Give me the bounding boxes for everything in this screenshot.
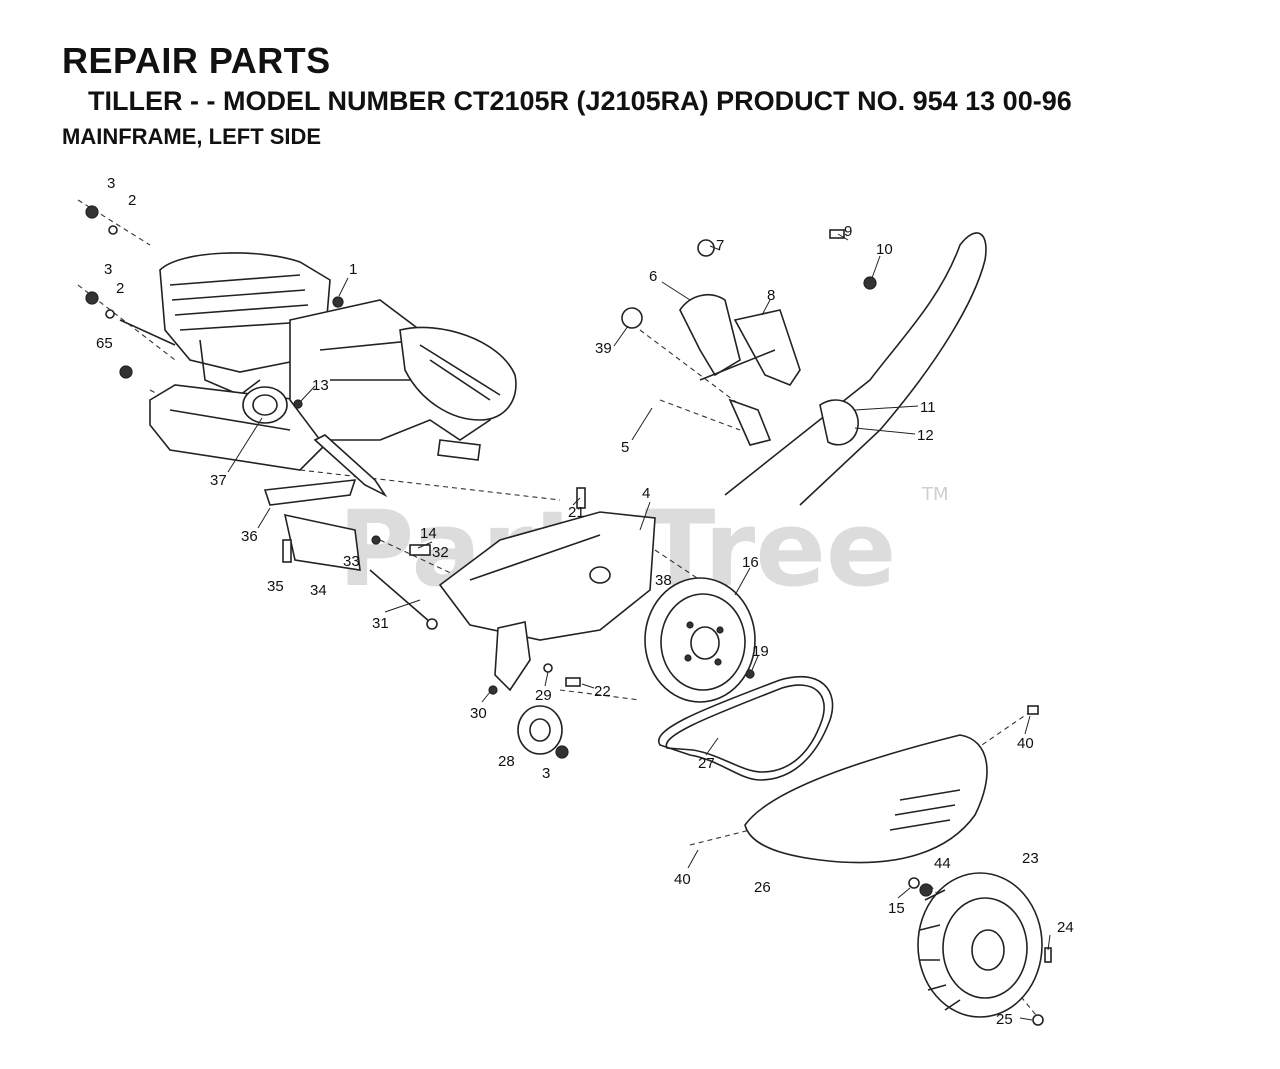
tine-shield — [744, 734, 988, 864]
callout-label: 29 — [535, 687, 552, 704]
callout-label: 14 — [420, 525, 437, 542]
handle-bracket — [679, 294, 859, 446]
leader-lines — [227, 233, 1051, 1021]
callout-label: 36 — [241, 528, 258, 545]
wheel — [917, 872, 1043, 1018]
callout-label: 23 — [1022, 850, 1039, 867]
long-bolt — [369, 569, 438, 630]
callout-label: 8 — [767, 287, 775, 304]
callout-label: 28 — [498, 753, 515, 770]
callout-label: 12 — [917, 427, 934, 444]
lower-bracket — [263, 479, 361, 571]
section-title: MAINFRAME, LEFT SIDE — [62, 124, 322, 149]
callout-label: 21 — [568, 504, 585, 521]
callout-label: 26 — [754, 879, 771, 896]
callout-label: 2 — [116, 280, 124, 297]
callout-label: 38 — [655, 572, 672, 589]
idler-bracket — [494, 621, 563, 755]
callout-label: 16 — [742, 554, 759, 571]
callout-label: 65 — [96, 335, 113, 352]
pulley-16 — [644, 577, 756, 703]
callout-label: 5 — [621, 439, 629, 456]
callout-label: 39 — [595, 340, 612, 357]
callout-label: 15 — [888, 900, 905, 917]
callout-label: 4 — [642, 485, 650, 502]
callout-label: 32 — [432, 544, 449, 561]
belt-cover-plate — [438, 511, 656, 641]
callout-label: 11 — [920, 399, 936, 416]
callout-label: 6 — [649, 268, 657, 285]
callout-label: 30 — [470, 705, 487, 722]
callout-label: 24 — [1057, 919, 1074, 936]
page-title: REPAIR PARTS — [62, 40, 331, 81]
callout-label: 27 — [698, 755, 715, 772]
drive-belt — [657, 675, 834, 781]
model-subtitle: TILLER - - MODEL NUMBER CT2105R (J2105RA… — [88, 86, 1072, 116]
callout-label: 19 — [752, 643, 769, 660]
callout-label: 7 — [716, 237, 724, 254]
handle-rails — [724, 232, 987, 506]
engine-pulley — [242, 386, 288, 424]
callout-label: 25 — [996, 1011, 1013, 1028]
callout-label: 3 — [107, 175, 115, 192]
callout-label: 3 — [104, 261, 112, 278]
callout-label: 9 — [844, 223, 852, 240]
callout-label: 34 — [310, 582, 327, 599]
callout-label: 3 — [542, 765, 550, 782]
callout-label: 2 — [128, 192, 136, 209]
watermark-tm: TM — [921, 484, 949, 505]
callout-label: 37 — [210, 472, 227, 489]
callout-label: 1 — [349, 261, 357, 278]
fasteners — [85, 205, 1052, 1026]
engine — [119, 252, 331, 396]
callout-label: 33 — [343, 553, 360, 570]
callout-label: 44 — [934, 855, 951, 872]
callout-label: 13 — [312, 377, 329, 394]
callout-label: 31 — [372, 615, 389, 632]
callout-label: 10 — [876, 241, 893, 258]
callout-label: 22 — [594, 683, 611, 700]
callout-labels: 3 2 3 2 1 65 13 37 36 35 34 33 32 14 31 … — [96, 175, 1074, 1028]
callout-label: 40 — [1017, 735, 1034, 752]
callout-label: 35 — [267, 578, 284, 595]
callout-label: 40 — [674, 871, 691, 888]
mainframe — [289, 299, 517, 498]
